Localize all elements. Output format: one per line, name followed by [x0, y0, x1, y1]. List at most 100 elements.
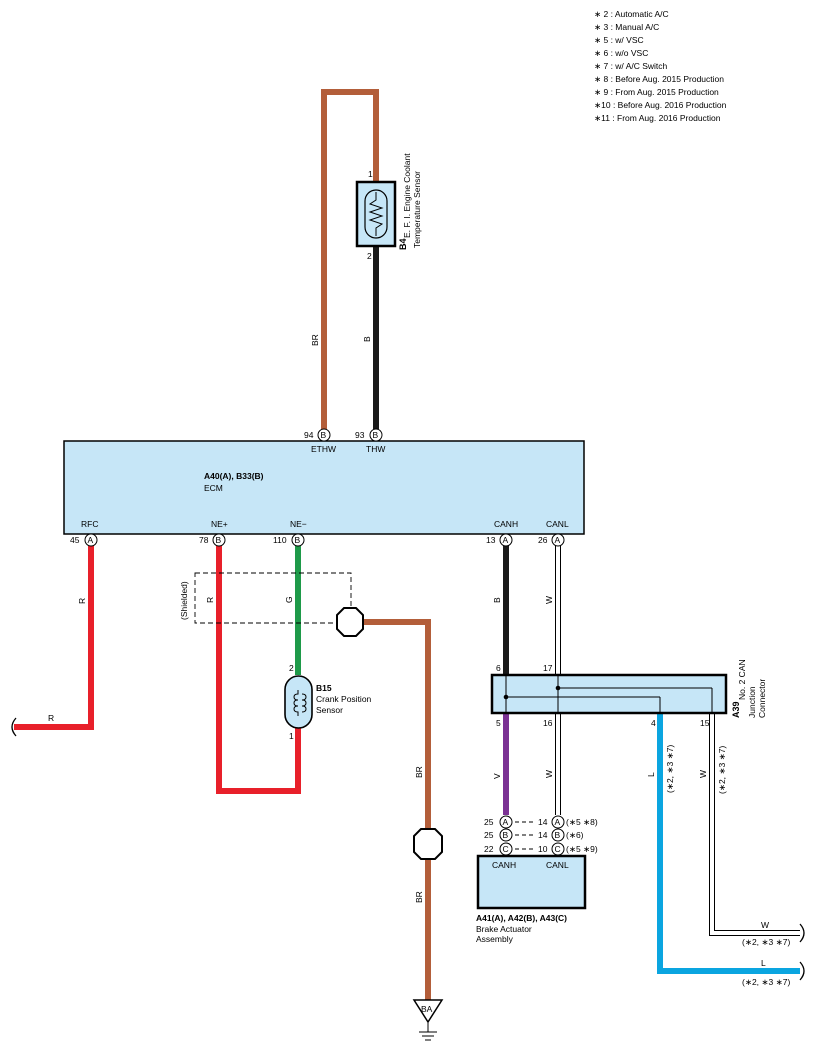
connector-letter: B — [503, 830, 509, 840]
junction-pin: 15 — [700, 718, 710, 728]
ground-icon — [412, 999, 444, 1041]
connector-badge — [551, 828, 565, 842]
connector-badge — [212, 533, 226, 547]
ecm-box — [63, 440, 585, 535]
wire-l-out — [657, 713, 800, 974]
ecm-pin-number: 13 — [486, 535, 496, 545]
brake-pin-number: 22 — [484, 844, 494, 854]
wire-label-b-top: B — [362, 336, 372, 342]
connector-badge — [369, 428, 383, 442]
wire-label-r-left: R — [48, 713, 54, 723]
coolant-temp-sensor: 1 2 B4 E. F. I. Engine Coolant Temperatu… — [355, 153, 422, 261]
connector-badge — [317, 428, 331, 442]
wire-label-r-ne: R — [205, 597, 215, 603]
wire-end-right-w — [799, 923, 805, 943]
connector-letter: A — [503, 817, 509, 827]
shield-splice-octagon — [336, 607, 364, 637]
brake-row-note: (∗5 ∗8) — [566, 817, 598, 827]
wire-w-out — [710, 713, 800, 935]
wire-label-g: G — [284, 596, 294, 603]
can-junction-connector: 6 17 5 16 4 15 A39 No. 2 CAN Junction Co… — [490, 659, 767, 728]
ecm-unit: A40(A), B33(B) ECM 94 B ETHW 93 B THW RF… — [63, 428, 585, 547]
wire-label-l-out-note: (∗2, ∗3 ∗7) — [742, 977, 790, 987]
legend-line: ∗ 7 : w/ A/C Switch — [594, 61, 668, 71]
coil-icon-arc — [301, 693, 307, 713]
connector-letter: A — [88, 535, 94, 545]
wire-r-rfc — [14, 545, 94, 730]
junction-pin: 4 — [651, 718, 656, 728]
brake-name-1: Brake Actuator — [476, 924, 532, 934]
connector-letter: A — [503, 535, 509, 545]
connector-badge — [499, 828, 513, 842]
wire-label-br-low: BR — [414, 891, 424, 903]
brake-pin-number: 14 — [538, 817, 548, 827]
brake-codes: A41(A), A42(B), A43(C) — [476, 913, 567, 923]
wire-end-left — [11, 717, 17, 737]
junction-name-3: Connector — [757, 679, 767, 718]
junction-node — [503, 694, 509, 700]
connector-letter: B — [216, 535, 222, 545]
wire-end-right-l — [799, 961, 805, 981]
junction-box — [490, 673, 728, 715]
ecm-pin-number: 45 — [70, 535, 80, 545]
junction-pin: 6 — [496, 663, 501, 673]
connector-letter: B — [373, 430, 379, 440]
wire-label-l-vert: L — [646, 772, 656, 777]
junction-name-2: Junction — [747, 686, 757, 718]
wire-label-r-rfc: R — [77, 598, 87, 604]
brake-connector-rows: 25 A 14 A (∗5 ∗8) 25 B 14 B (∗6) 22 C 10… — [484, 815, 598, 856]
sensor-b4-code: B4 — [398, 238, 408, 250]
sensor-b15-code: B15 — [316, 683, 332, 693]
legend-line: ∗ 3 : Manual A/C — [594, 22, 659, 32]
wire-label-w-can: W — [544, 596, 554, 604]
sensor-b4-name-1: E. F. I. Engine Coolant — [402, 153, 412, 238]
brake-pin-number: 25 — [484, 817, 494, 827]
junction-code: A39 — [731, 701, 741, 718]
brake-name-2: Assembly — [476, 934, 514, 944]
legend-line: ∗ 2 : Automatic A/C — [594, 9, 669, 19]
connector-letter: B — [321, 430, 327, 440]
ecm-codes: A40(A), B33(B) — [204, 471, 264, 481]
ecm-pin-label: CANL — [546, 519, 569, 529]
wire-br-shield — [362, 619, 431, 1000]
brake-box — [476, 854, 587, 910]
brake-row-note: (∗5 ∗9) — [566, 844, 598, 854]
brake-canl-label: CANL — [546, 860, 569, 870]
ecm-pin-number: 110 — [273, 535, 287, 545]
wire-label-l-vert-note: (∗2, ∗3 ∗7) — [665, 745, 675, 793]
brake-actuator-assembly: CANH CANL A41(A), A42(B), A43(C) Brake A… — [476, 854, 587, 944]
wire-r-ne — [216, 545, 301, 794]
legend-line: ∗ 6 : w/o VSC — [594, 48, 648, 58]
connector-letter: A — [555, 817, 561, 827]
junction-node — [555, 685, 561, 691]
sensor-b15-pin-bottom: 1 — [289, 731, 294, 741]
ecm-pin-label: THW — [366, 444, 385, 454]
shielded-label: (Shielded) — [179, 581, 189, 620]
sensor-b4-name-2: Temperature Sensor — [412, 171, 422, 248]
ecm-pin-label: NE− — [290, 519, 307, 529]
legend: ∗ 2 : Automatic A/C ∗ 3 : Manual A/C ∗ 5… — [594, 9, 727, 123]
wire-label-w-vert-note: (∗2, ∗3 ∗7) — [717, 746, 727, 794]
legend-line: ∗ 8 : Before Aug. 2015 Production — [594, 74, 724, 84]
ecm-name: ECM — [204, 483, 223, 493]
ecm-pin-label: NE+ — [211, 519, 228, 529]
ground-label: BA — [421, 1004, 433, 1014]
shield-outline — [194, 572, 352, 624]
wire-label-b-can: B — [492, 597, 502, 603]
connector-badge — [291, 533, 305, 547]
legend-line: ∗11 : From Aug. 2016 Production — [594, 113, 721, 123]
connector-badge — [499, 815, 513, 829]
wire-label-l-out: L — [761, 958, 766, 968]
coil-icon — [293, 690, 299, 716]
ground-splice-octagon — [413, 828, 443, 860]
crank-position-sensor: 2 1 B15 Crank Position Sensor — [284, 663, 372, 741]
ecm-pin-number: 94 — [304, 430, 314, 440]
sensor-b15-name-2: Sensor — [316, 705, 343, 715]
connector-badge — [551, 533, 565, 547]
connector-badge — [551, 815, 565, 829]
junction-pin: 16 — [543, 718, 553, 728]
connector-letter: B — [295, 535, 301, 545]
connector-letter: B — [555, 830, 561, 840]
wire-label-v: V — [492, 773, 502, 779]
junction-pin: 5 — [496, 718, 501, 728]
